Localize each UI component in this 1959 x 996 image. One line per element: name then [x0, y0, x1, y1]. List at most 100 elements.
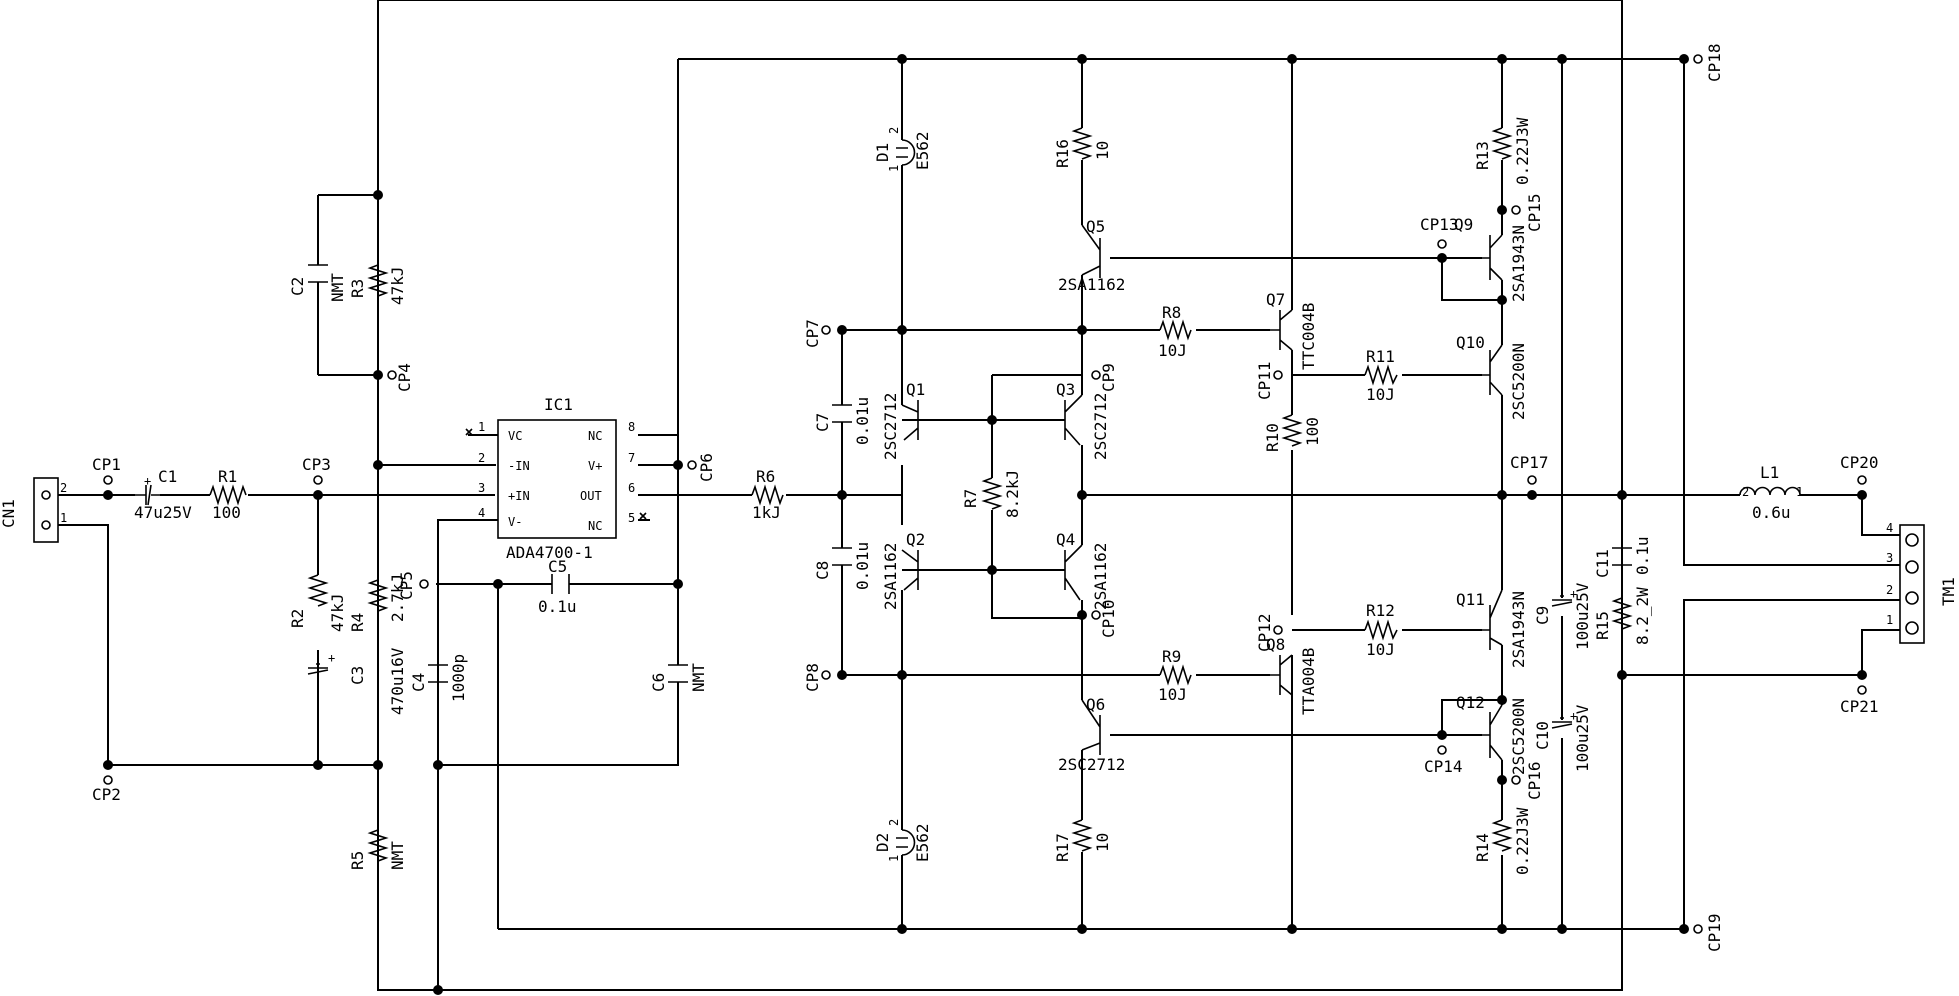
- r14-ref: R14: [1473, 833, 1492, 862]
- r3-ref: R3: [348, 279, 367, 298]
- r1-value: 100: [212, 503, 241, 522]
- r17-ref: R17: [1053, 833, 1072, 862]
- q4-value: 2SA1162: [1091, 543, 1110, 610]
- r11-value: 10J: [1366, 385, 1395, 404]
- d1-value: E562: [913, 131, 932, 170]
- cp10-pad: [1091, 610, 1101, 620]
- cp18-pad: [1693, 54, 1703, 64]
- cn1-ref: CN1: [0, 499, 18, 528]
- r1-ref: R1: [218, 467, 237, 486]
- cp14-pad: [1437, 745, 1447, 755]
- cp17-label: CP17: [1510, 453, 1549, 472]
- c4-value: 1000p: [449, 654, 468, 702]
- r2-ref: R2: [288, 609, 307, 628]
- wires: [58, 0, 1900, 991]
- cp17-pad: [1527, 475, 1537, 485]
- cp12-pad: [1273, 625, 1283, 635]
- c1-plus-mark: +: [144, 474, 151, 488]
- q2-value: 2SA1162: [881, 543, 900, 610]
- d1-pin-2: 2: [887, 127, 901, 134]
- c11-value: 0.1u: [1633, 536, 1652, 575]
- r13-ref: R13: [1473, 141, 1492, 170]
- r4-ref: R4: [348, 613, 367, 632]
- q3-ref: Q3: [1056, 380, 1075, 399]
- cp11-label: CP11: [1255, 361, 1274, 400]
- ic1-ref: IC1: [544, 395, 573, 414]
- r7-value: 8.2kJ: [1003, 470, 1022, 518]
- c2-ref: C2: [288, 277, 307, 296]
- ic1-value: ADA4700-1: [506, 543, 593, 562]
- cp6-pad: [687, 460, 697, 470]
- q5-ref: Q5: [1086, 217, 1105, 236]
- r11-ref: R11: [1366, 347, 1395, 366]
- l1-pin-1: 1: [1796, 485, 1803, 499]
- c3-plus-mark: +: [328, 651, 335, 665]
- cp15-label: CP15: [1525, 193, 1544, 232]
- l1-value: 0.6u: [1752, 503, 1791, 522]
- cp16-label: CP16: [1525, 761, 1544, 800]
- cp13-pad: [1437, 239, 1447, 249]
- cp19-label: CP19: [1705, 913, 1724, 952]
- ic1-pin3-num: 3: [478, 481, 485, 495]
- test-points: [103, 54, 1867, 934]
- ic1-pin8-name: NC: [588, 429, 602, 443]
- ic1-pin2-name: -IN: [508, 459, 530, 473]
- cp11-pad: [1273, 370, 1283, 380]
- q8-value: TTA004B: [1299, 648, 1318, 715]
- q11-ref: Q11: [1456, 590, 1485, 609]
- r4-value: 2.7kJ: [388, 574, 407, 622]
- c10-value: 100u25V: [1573, 704, 1592, 772]
- r17-value: 10: [1093, 833, 1112, 852]
- r16-value: 10: [1093, 141, 1112, 160]
- d2-pin-1: 1: [887, 855, 901, 862]
- ic1-pin2-num: 2: [478, 451, 485, 465]
- q5-value: 2SA1162: [1058, 275, 1125, 294]
- cp21-label: CP21: [1840, 697, 1879, 716]
- c3-value: 470u16V: [388, 647, 407, 715]
- cp5-label: CP5: [397, 571, 416, 600]
- tm1-pin-1: 1: [1886, 613, 1893, 627]
- ic1-pin7-name: V+: [588, 459, 602, 473]
- q12-ref: Q12: [1456, 693, 1485, 712]
- l1-pin-2: 2: [1742, 485, 1749, 499]
- tm1-pin-3: 3: [1886, 551, 1893, 565]
- d2-ref: D2: [873, 833, 892, 852]
- cp2-label: CP2: [92, 785, 121, 804]
- cp8-label: CP8: [803, 663, 822, 692]
- ic1-pin4-name: V-: [508, 515, 522, 529]
- r15-ref: R15: [1593, 611, 1612, 640]
- r9-value: 10J: [1158, 685, 1187, 704]
- cp5-pad: [419, 579, 429, 589]
- q7-ref: Q7: [1266, 290, 1285, 309]
- q10-ref: Q10: [1456, 333, 1485, 352]
- tm1-ref: TM1: [1939, 577, 1958, 606]
- r15-value: 8.2_2W: [1633, 587, 1652, 645]
- d2-value: E562: [913, 823, 932, 862]
- d1-pin-1: 1: [887, 165, 901, 172]
- cp8-pad: [821, 670, 831, 680]
- q10-value: 2SC5200N: [1509, 343, 1528, 420]
- c9-plus-mark: +: [1570, 587, 1577, 601]
- cp4-label: CP4: [395, 363, 414, 392]
- cp21-pad: [1857, 685, 1867, 695]
- r8-ref: R8: [1162, 303, 1181, 322]
- r8-value: 10J: [1158, 341, 1187, 360]
- cp6-label: CP6: [697, 453, 716, 482]
- c7-value: 0.01u: [853, 397, 872, 445]
- c5-value: 0.1u: [538, 597, 577, 616]
- cp7-pad: [821, 325, 831, 335]
- r2-value: 47kJ: [328, 593, 347, 632]
- cp1-pad: [103, 475, 113, 485]
- r12-value: 10J: [1366, 640, 1395, 659]
- q1-ref: Q1: [906, 380, 925, 399]
- q8-ref: Q8: [1266, 635, 1285, 654]
- c3-ref: C3: [348, 666, 367, 685]
- cp16-pad: [1511, 775, 1521, 785]
- c2-value: NMT: [328, 273, 347, 302]
- ic1-pin6-name: OUT: [580, 489, 602, 503]
- l1-ref: L1: [1760, 463, 1779, 482]
- ic1-pin7-num: 7: [628, 451, 635, 465]
- c11-ref: C11: [1593, 549, 1612, 578]
- c1-ref: C1: [158, 467, 177, 486]
